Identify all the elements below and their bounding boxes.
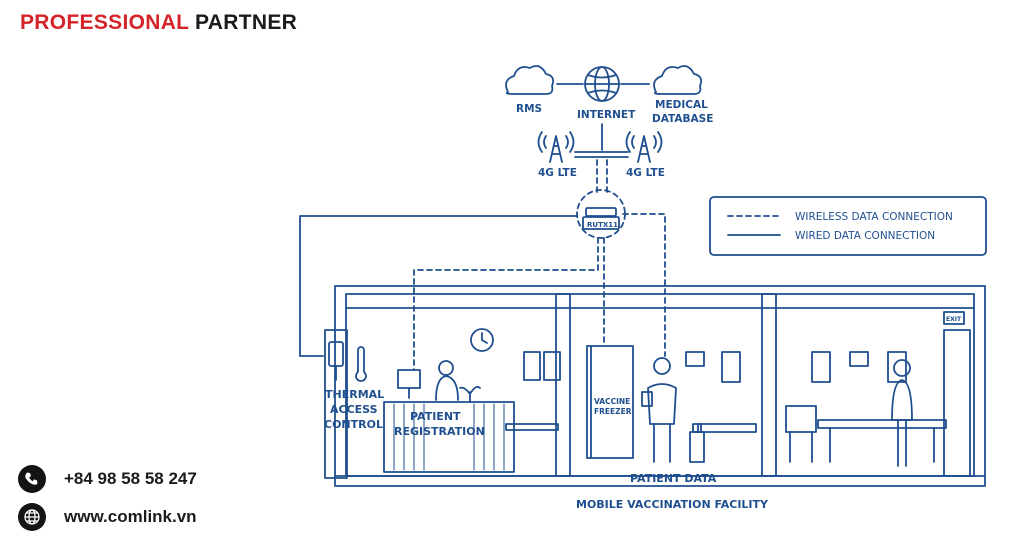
vaccine-freezer (586, 345, 634, 459)
internet-globe-icon (584, 66, 620, 102)
medical-database-label-line1: MEDICAL (655, 99, 708, 111)
thermal-camera-icon (328, 341, 344, 367)
bed-icon (817, 419, 947, 429)
internet-label: INTERNET (577, 109, 636, 121)
patient-figure (893, 359, 911, 377)
facility-container (334, 285, 986, 487)
router-circle (576, 189, 626, 239)
lte-tower-left-icon (537, 131, 575, 163)
website-contact: www.comlink.vn (18, 503, 197, 531)
thermal-label-line3: CONTROL (324, 418, 383, 431)
medical-database-cloud-icon (653, 65, 703, 95)
legend-box (709, 196, 987, 256)
plant-icon (459, 385, 481, 403)
phone-contact: +84 98 58 58 247 (18, 465, 197, 493)
exit-sign (943, 311, 965, 325)
thermal-label-line1: THERMAL (325, 388, 384, 401)
lte-tower-right-icon (625, 131, 663, 163)
freezer-label-line1: VACCINE (594, 397, 630, 406)
globe-icon (18, 503, 46, 531)
monitor-icon (397, 369, 421, 389)
router-icon (585, 207, 617, 217)
patient-data-label: PATIENT DATA (630, 472, 717, 485)
registration-desk (383, 401, 515, 473)
phone-icon (18, 465, 46, 493)
exit-door (943, 329, 971, 477)
facility-label: MOBILE VACCINATION FACILITY (576, 498, 769, 511)
rms-cloud-icon (505, 65, 555, 95)
lte-left-label: 4G LTE (538, 167, 577, 179)
thermal-label-line2: ACCESS (330, 403, 378, 416)
thermometer-icon (355, 346, 367, 382)
rms-label: RMS (516, 103, 542, 115)
doctor-figure (653, 357, 671, 375)
legend-wired-label: WIRED DATA CONNECTION (795, 230, 935, 242)
clock-icon (470, 328, 494, 352)
brand-title: PROFESSIONAL PARTNER (20, 11, 297, 35)
medical-database-label-line2: DATABASE (652, 113, 713, 125)
registration-label-line1: PATIENT (410, 410, 461, 423)
brand-word-partner: PARTNER (195, 11, 298, 34)
legend-wireless-label: WIRELESS DATA CONNECTION (795, 211, 953, 223)
receptionist-figure (438, 360, 454, 376)
router-label: RUTX11 (587, 221, 618, 229)
website-link[interactable]: www.comlink.vn (64, 507, 197, 526)
freezer-label-line2: FREEZER (594, 407, 632, 416)
exit-sign-label: EXIT (946, 316, 962, 323)
brand-word-professional: PROFESSIONAL (20, 11, 189, 34)
lte-right-label: 4G LTE (626, 167, 665, 179)
registration-label-line2: REGISTRATION (394, 425, 485, 438)
phone-number[interactable]: +84 98 58 58 247 (64, 469, 197, 488)
